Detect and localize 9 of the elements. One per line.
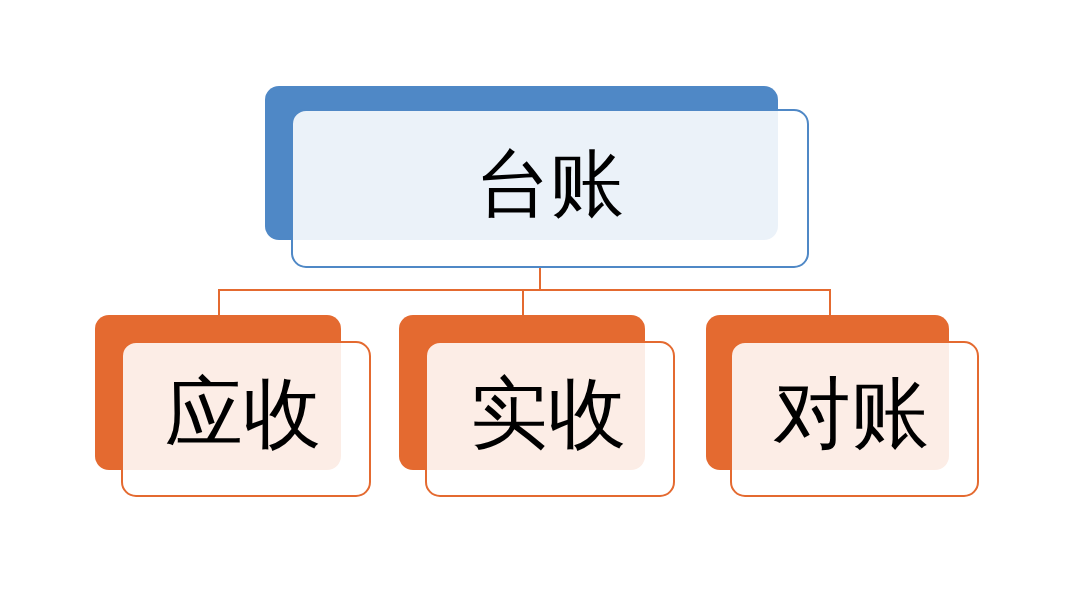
process-box	[265, 86, 809, 268]
node-label: 应收	[165, 374, 321, 452]
process-box	[706, 315, 979, 497]
process-box	[95, 315, 371, 497]
node-label: 台账	[476, 146, 624, 220]
node-label: 对账	[773, 374, 929, 452]
node-label: 实收	[470, 374, 626, 452]
process-box	[399, 315, 675, 497]
connector-line	[539, 267, 831, 316]
